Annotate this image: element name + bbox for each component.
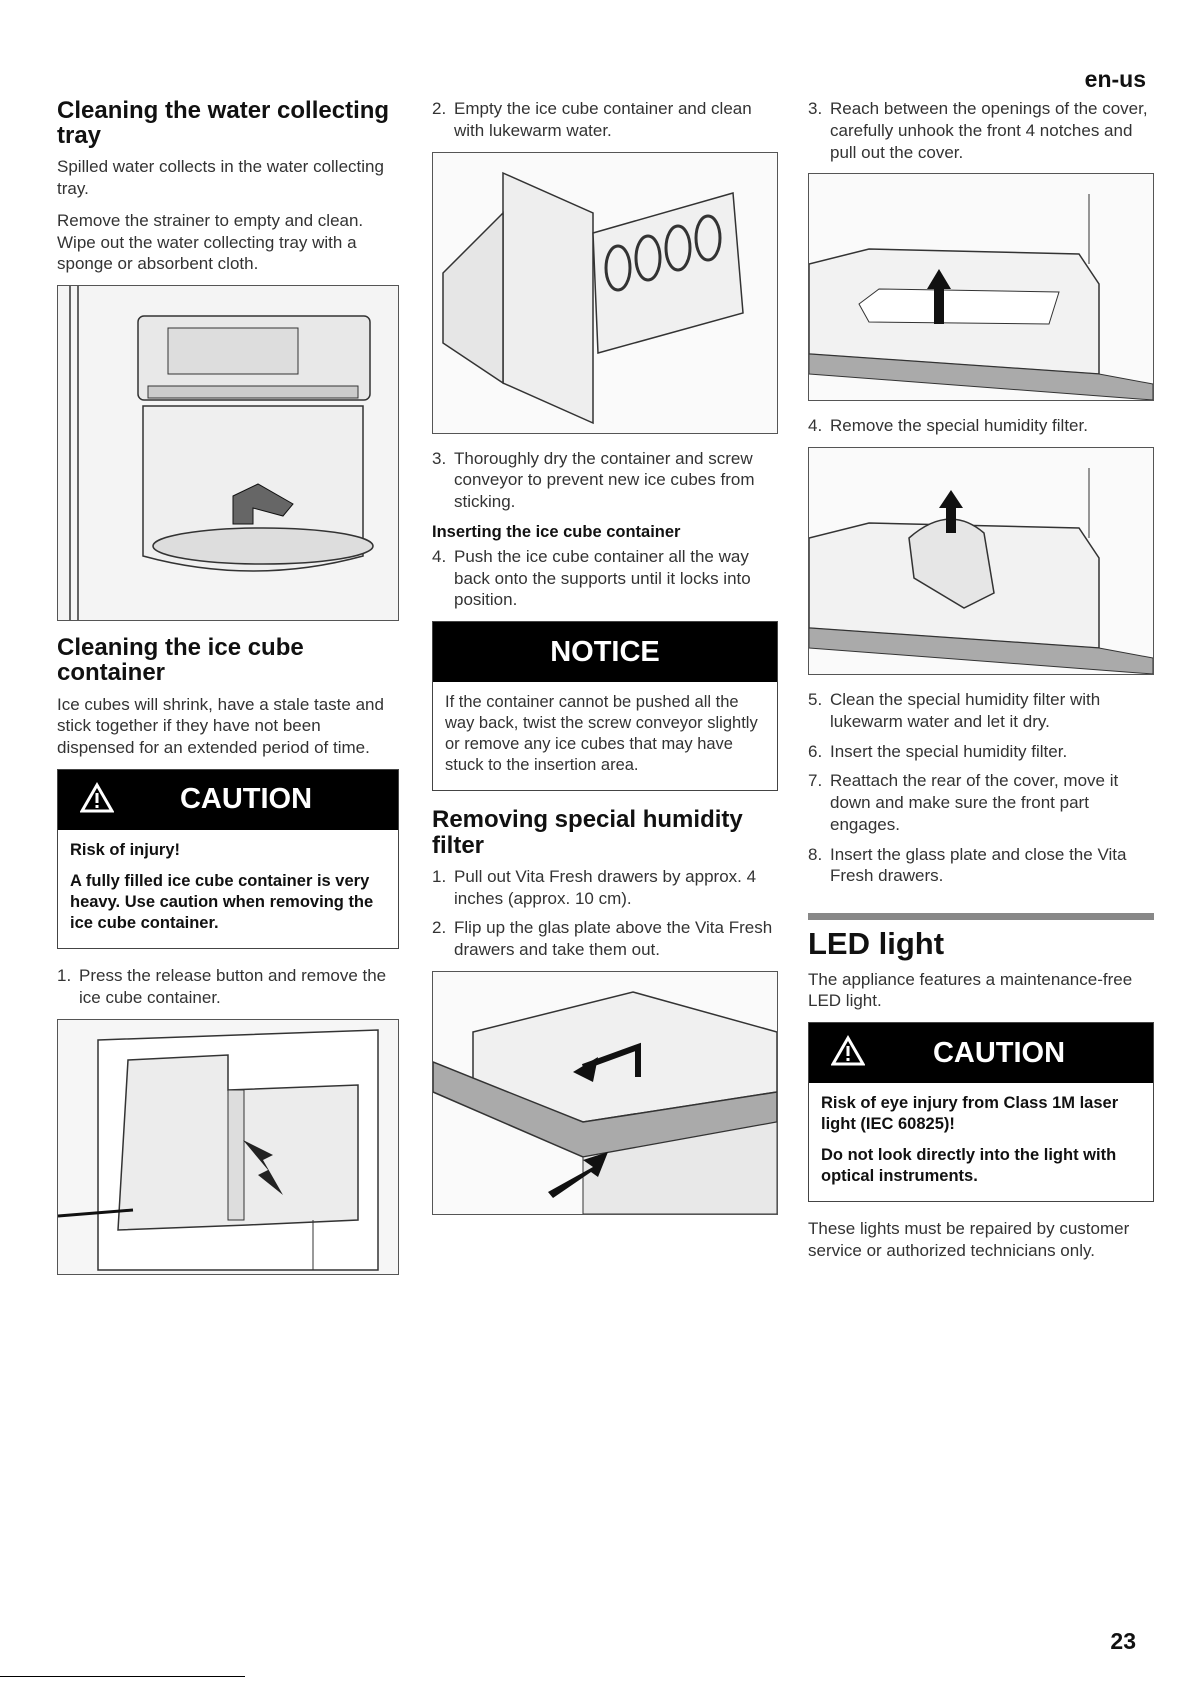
caution-line-1: Risk of injury! xyxy=(70,840,181,859)
figure-cover-removal xyxy=(808,173,1154,402)
list-item: 3.Reach between the openings of the cove… xyxy=(808,99,1148,162)
caution-header: CAUTION xyxy=(58,769,398,830)
warning-icon xyxy=(831,1035,865,1066)
heading-humidity-filter: Removing special humidity filter xyxy=(432,806,743,859)
language-code: en-us xyxy=(1084,66,1146,92)
caution-line-2: A fully filled ice cube container is ver… xyxy=(70,871,374,933)
notice-title: NOTICE xyxy=(550,635,660,668)
text-tray-1: Spilled water collects in the water coll… xyxy=(57,157,384,199)
heading-water-tray: Cleaning the water collecting tray xyxy=(57,97,390,150)
steps-list: 2.Empty the ice cube container and clean… xyxy=(432,98,778,142)
list-item: 1.Press the release button and remove th… xyxy=(57,966,387,1007)
footer-line xyxy=(0,1676,245,1677)
caution-line-2: Do not look directly into the light with… xyxy=(821,1146,1117,1186)
list-item: 8.Insert the glass plate and close the V… xyxy=(808,844,1127,886)
list-item: 2.Empty the ice cube container and clean… xyxy=(432,99,752,140)
heading-inserting: Inserting the ice cube container xyxy=(432,522,681,541)
list-item: 4.Remove the special humidity filter. xyxy=(808,416,1088,436)
text-repair: These lights must be repaired by custome… xyxy=(808,1219,1130,1261)
list-item: 3.Thoroughly dry the container and screw… xyxy=(432,448,755,512)
caution-title: CAUTION xyxy=(932,1036,1066,1069)
steps-list: 3.Thoroughly dry the container and screw… xyxy=(432,448,778,513)
text-ice: Ice cubes will shrink, have a stale tast… xyxy=(57,694,384,758)
notice-box: NOTICE If the container cannot be pushed… xyxy=(432,621,778,792)
list-item: 2.Flip up the glas plate above the Vita … xyxy=(432,918,773,960)
column-middle: 2.Empty the ice cube container and clean… xyxy=(432,98,778,1229)
caution-box-injury: CAUTION Risk of injury! A fully filled i… xyxy=(57,768,399,950)
steps-list: 1.Pull out Vita Fresh drawers by approx.… xyxy=(432,866,778,961)
caution-title: CAUTION xyxy=(179,783,313,816)
list-item: 1.Pull out Vita Fresh drawers by approx.… xyxy=(432,866,757,908)
caution-line-1: Risk of eye injury from Class 1M laser l… xyxy=(821,1094,1119,1134)
text-tray-2: Remove the strainer to empty and clean. … xyxy=(57,210,364,274)
list-item: 5.Clean the special humidity filter with… xyxy=(808,690,1101,731)
figure-ice-container-removal xyxy=(57,1018,399,1275)
figure-ice-container-cleaning xyxy=(432,151,778,434)
notice-header: NOTICE xyxy=(433,622,777,682)
steps-list: 3.Reach between the openings of the cove… xyxy=(808,98,1154,163)
heading-led-light: LED light xyxy=(808,926,945,961)
figure-filter-removal xyxy=(808,447,1154,675)
warning-icon xyxy=(80,781,114,813)
list-item: 4.Push the ice cube container all the wa… xyxy=(432,546,751,610)
column-left: Cleaning the water collecting tray Spill… xyxy=(57,98,399,1289)
text-led: The appliance features a maintenance-fre… xyxy=(808,969,1133,1011)
caution-header: CAUTION xyxy=(809,1023,1153,1084)
figure-glass-plate xyxy=(432,970,778,1215)
column-right: 3.Reach between the openings of the cove… xyxy=(808,98,1154,1272)
steps-list: 4.Push the ice cube container all the wa… xyxy=(432,546,778,611)
list-item: 6.Insert the special humidity filter. xyxy=(808,741,1068,761)
caution-box-laser: CAUTION Risk of eye injury from Class 1M… xyxy=(808,1022,1154,1203)
steps-list: 4.Remove the special humidity filter. xyxy=(808,415,1154,437)
notice-text: If the container cannot be pushed all th… xyxy=(445,693,758,775)
heading-ice-container: Cleaning the ice cube container xyxy=(57,634,304,687)
figure-dispenser-tray xyxy=(57,285,399,622)
steps-list: 1.Press the release button and remove th… xyxy=(57,965,399,1009)
steps-list: 5.Clean the special humidity filter with… xyxy=(808,689,1154,887)
section-divider xyxy=(808,913,1154,920)
page-number: 23 xyxy=(1110,1628,1136,1654)
list-item: 7.Reattach the rear of the cover, move i… xyxy=(808,771,1119,834)
